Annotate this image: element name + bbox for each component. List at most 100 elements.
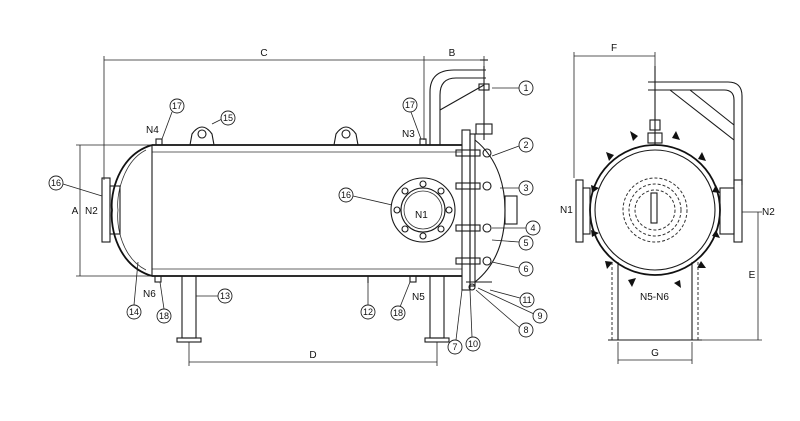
callout-11-text: 11 xyxy=(522,295,531,305)
hinge-pin xyxy=(468,283,476,291)
clamp-bolt-6 xyxy=(712,185,720,193)
callout-17b xyxy=(402,97,418,113)
basket-core-hidden xyxy=(634,189,676,231)
callout-16a xyxy=(48,175,64,191)
leg-right xyxy=(429,275,445,339)
callout-15-text: 15 xyxy=(223,113,233,123)
end-dimensions: F E G N1 N2 N5-N6 xyxy=(560,43,775,364)
callout-16b-text: 16 xyxy=(341,190,351,200)
n2-neck-side xyxy=(109,185,121,235)
callout-9 xyxy=(532,308,548,324)
callouts: 1 2 3 4 5 6 7 8 9 10 xyxy=(48,80,548,355)
callout-14 xyxy=(126,304,142,320)
basket-handle xyxy=(650,192,658,224)
callout-8 xyxy=(518,322,534,338)
dim-d-label: D xyxy=(309,350,316,361)
dim-e-label: E xyxy=(749,270,756,281)
bolt-knob-1 xyxy=(482,148,492,158)
davit-arm-inner xyxy=(429,69,486,145)
dim-b-label: B xyxy=(449,48,456,59)
n4-nozzle xyxy=(155,138,163,146)
leader-16b xyxy=(352,195,393,206)
bolt-knob-2 xyxy=(482,181,492,191)
leader-18b xyxy=(399,281,411,308)
clamp-bolt-8 xyxy=(712,230,720,238)
callout-8-text: 8 xyxy=(523,325,528,335)
callout-2 xyxy=(518,137,534,153)
dim-a-label: A xyxy=(72,206,79,217)
end-flange-inner xyxy=(594,149,716,271)
leader-10 xyxy=(469,289,473,338)
basket-outer-hidden xyxy=(622,177,688,243)
bolt-knob-4 xyxy=(482,256,492,266)
leader-15 xyxy=(211,118,223,125)
davit-nut xyxy=(478,83,490,91)
n1-bolt-hole xyxy=(393,206,401,214)
callout-7-text: 7 xyxy=(452,342,457,352)
lug-hole-right xyxy=(341,129,351,139)
n1-bolt-hole xyxy=(445,206,453,214)
clamp-bolt-4 xyxy=(698,152,706,161)
dim-g-label: G xyxy=(651,348,659,359)
clamp-bolt-3 xyxy=(606,152,614,161)
n1-flange-outer xyxy=(390,177,456,243)
callout-4-text: 4 xyxy=(530,223,535,233)
end-davit-brace xyxy=(669,89,735,141)
n6-nozzle xyxy=(154,275,162,283)
clamp-bolt-11 xyxy=(628,278,636,287)
end-n1-neck xyxy=(582,187,591,235)
callout-7 xyxy=(447,339,463,355)
clamp-bolt-7 xyxy=(591,230,599,237)
leader-7 xyxy=(455,289,463,341)
n1-bore xyxy=(400,187,446,233)
callout-13 xyxy=(217,288,233,304)
label-n6: N6 xyxy=(143,289,156,300)
label-n2: N2 xyxy=(85,206,98,217)
leader-11 xyxy=(489,289,521,299)
flange-bolts xyxy=(455,148,492,266)
end-label-n2: N2 xyxy=(762,207,775,218)
leader-8 xyxy=(475,289,521,329)
callout-18a-text: 18 xyxy=(159,311,169,321)
callout-5-text: 5 xyxy=(523,238,528,248)
end-davit-block xyxy=(649,119,661,131)
label-n4: N4 xyxy=(146,125,159,136)
end-n1-flange xyxy=(575,179,584,243)
callout-5 xyxy=(518,235,534,251)
end-flange-outer xyxy=(589,144,721,276)
callout-12 xyxy=(360,304,376,320)
clamp-bolt-12 xyxy=(674,280,681,288)
end-label-n1: N1 xyxy=(560,205,573,216)
lug-hole-left xyxy=(197,129,207,139)
callout-17a xyxy=(169,98,185,114)
leg-left xyxy=(181,275,197,339)
clamp-bolt-1 xyxy=(630,131,638,141)
n5-nozzle xyxy=(409,275,417,283)
leader-9 xyxy=(477,287,535,315)
callout-13-text: 13 xyxy=(220,291,230,301)
n1-bolt-hole xyxy=(419,180,427,188)
callout-3 xyxy=(518,180,534,196)
n1-bore-inner xyxy=(403,190,443,230)
end-clamp-bolts xyxy=(591,131,720,288)
end-davit-arm-inner xyxy=(648,89,735,185)
label-n3: N3 xyxy=(402,129,415,140)
callout-10 xyxy=(465,336,481,352)
callout-4 xyxy=(525,220,541,236)
callout-18a xyxy=(156,308,172,324)
n2-flange-side xyxy=(101,177,111,243)
dim-f-label: F xyxy=(611,43,617,54)
cover-flange xyxy=(469,133,476,287)
n3-nozzle xyxy=(419,138,427,146)
dished-head-inner xyxy=(117,149,147,271)
foot-right xyxy=(424,337,450,343)
side-dimensions: C B A D xyxy=(72,48,485,366)
end-n2-flange xyxy=(733,179,743,243)
bolt-1 xyxy=(455,149,481,157)
callout-15 xyxy=(220,110,236,126)
callout-14-text: 14 xyxy=(129,307,139,317)
end-davit-arm-outer xyxy=(648,81,743,185)
leader-18a xyxy=(159,281,165,310)
end-davit-hook xyxy=(647,132,663,144)
